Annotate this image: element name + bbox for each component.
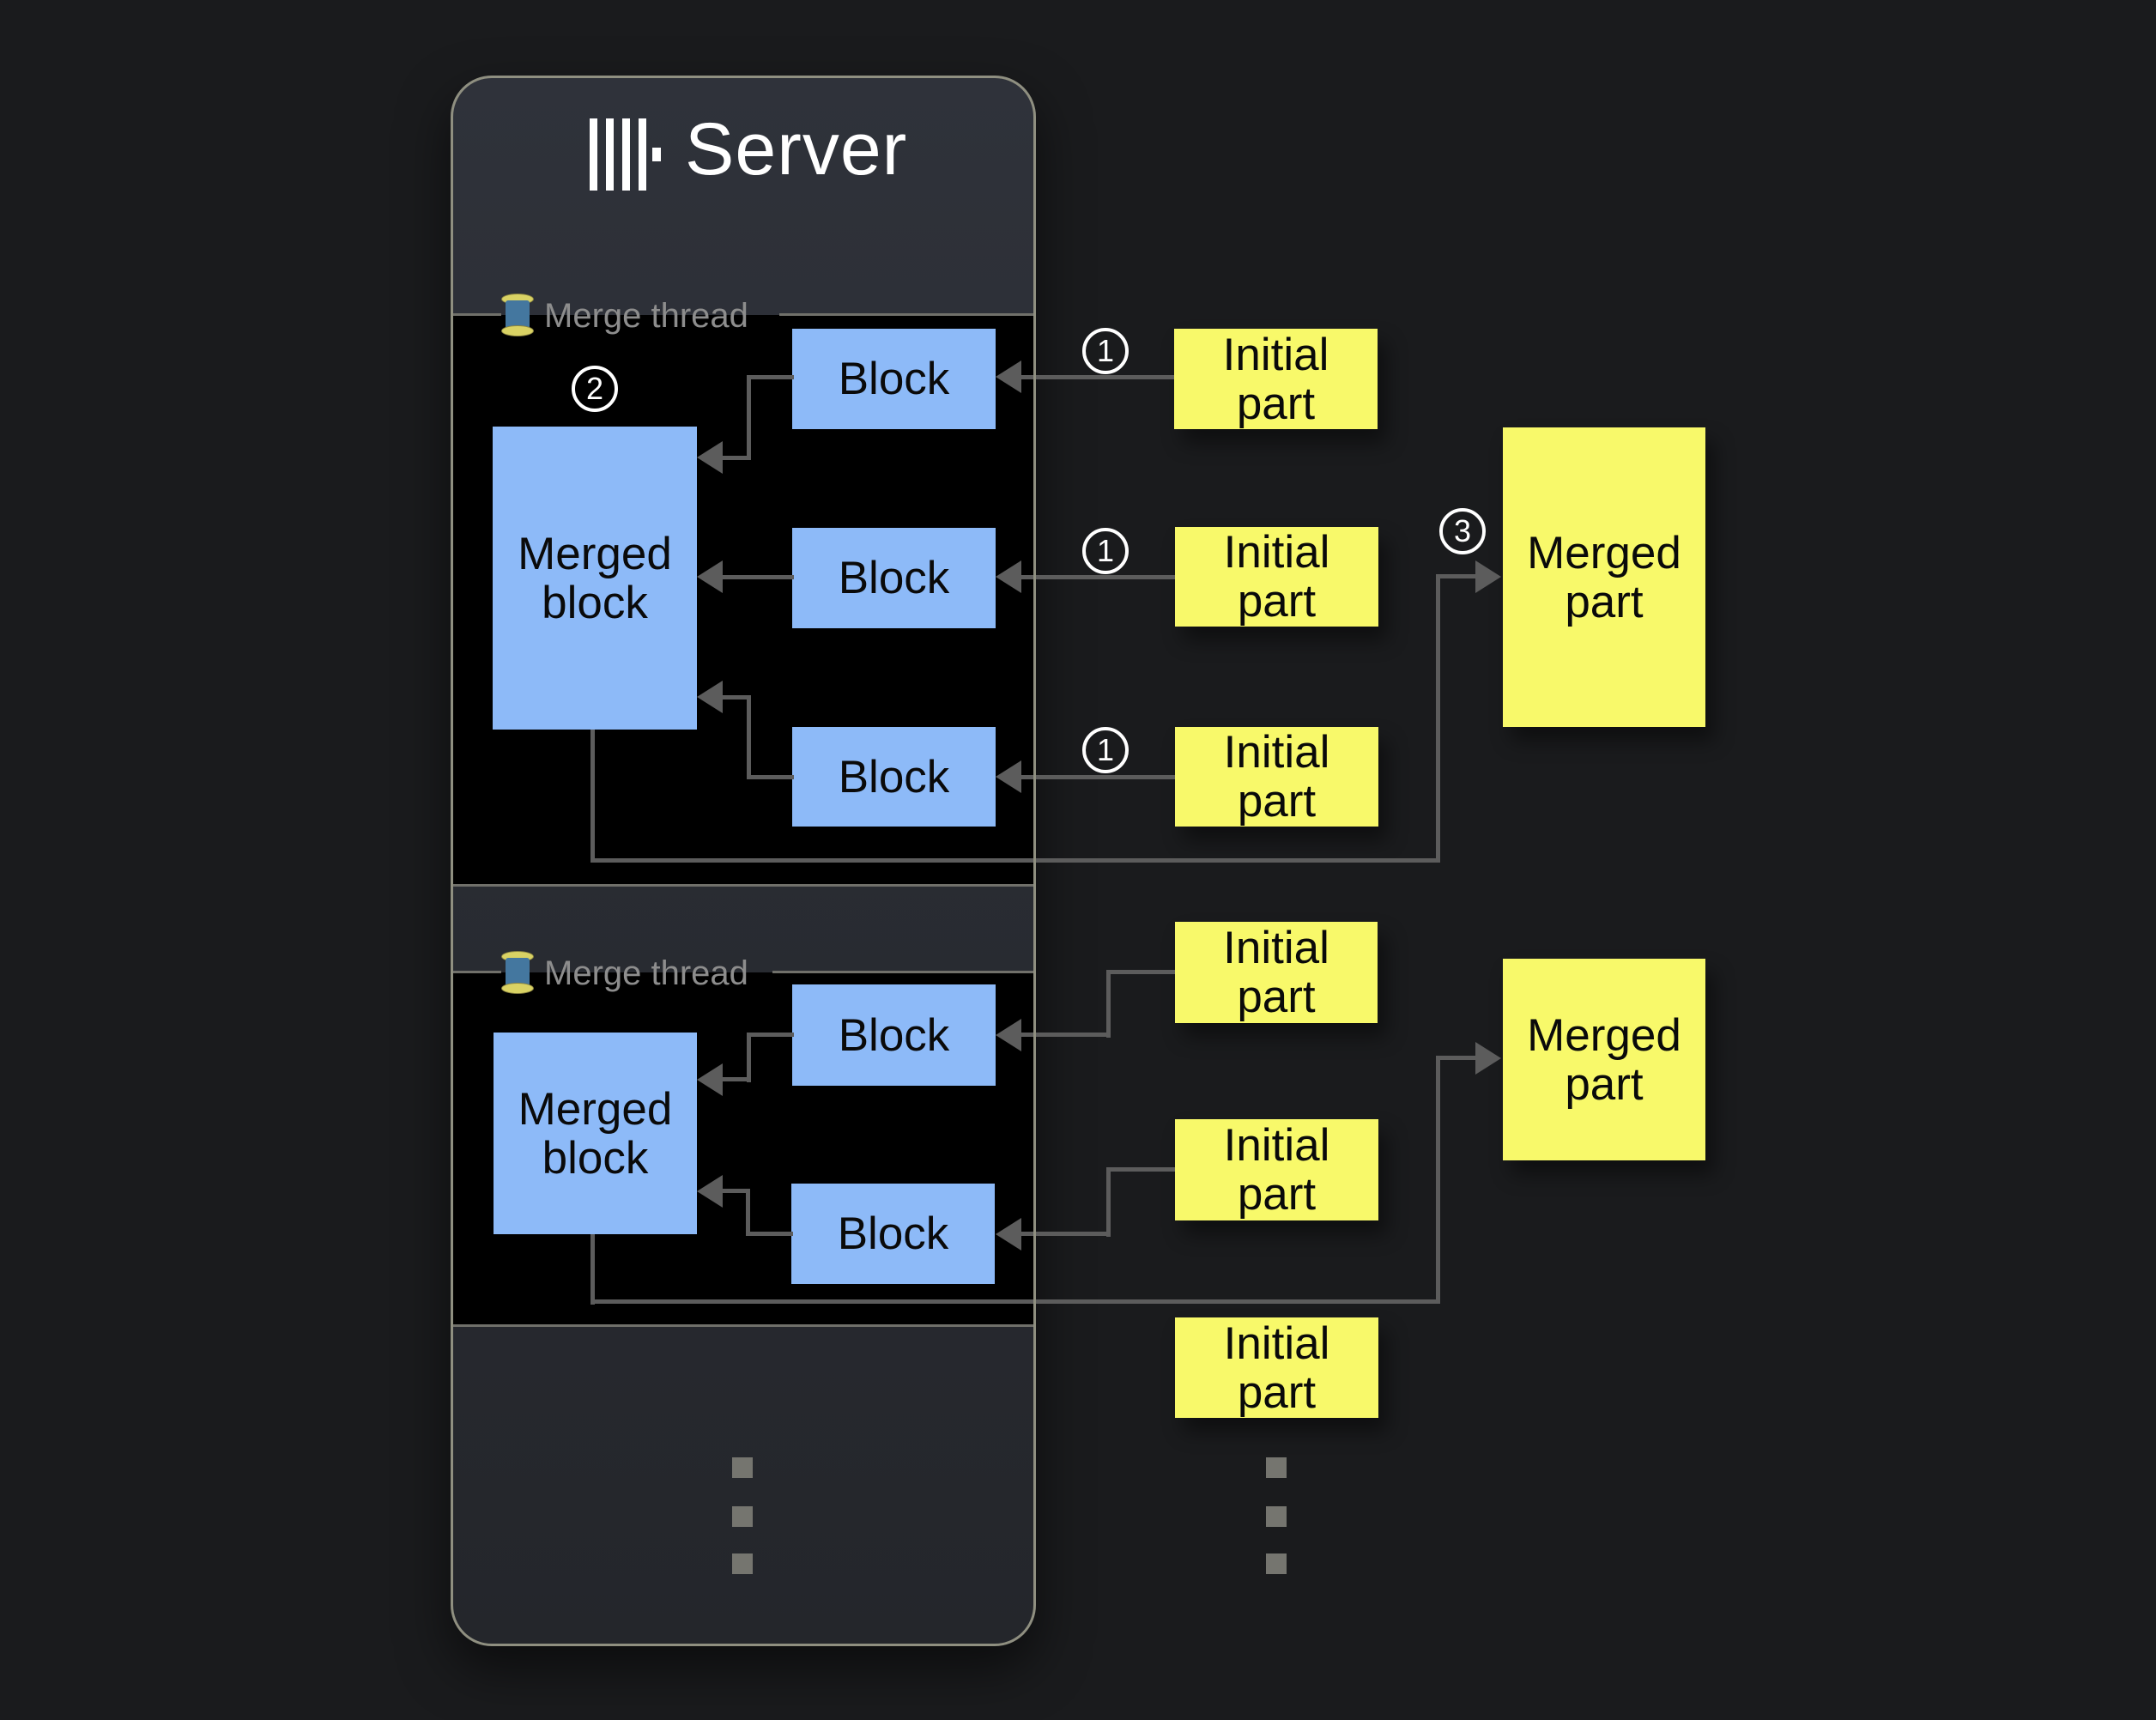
- arrowhead-left-icon: [697, 1063, 723, 1096]
- arrow-block3-to-merged: [719, 695, 751, 700]
- arrow-initial1-to-block1-s2: [1106, 970, 1111, 1038]
- step-1-badge: 1: [1082, 727, 1129, 773]
- ellipsis-dot: [1266, 1553, 1287, 1574]
- route-merged-block1-to-merged-part1: [1436, 574, 1477, 578]
- route-merged-block1-to-merged-part1: [590, 730, 595, 861]
- clickhouse-logo-icon: [590, 118, 667, 191]
- arrow-initial3-to-block3: [1018, 775, 1175, 779]
- arrowhead-right-icon: [1475, 560, 1501, 593]
- arrow-block3-to-merged: [747, 695, 751, 778]
- arrow-block2-to-merged: [719, 575, 794, 579]
- block-1-2: Block: [792, 528, 996, 628]
- merge-thread-legend-1: Merge thread: [544, 297, 748, 335]
- route-merged-block1-to-merged-part1: [590, 858, 1440, 863]
- arrow-initial2-to-block2: [1018, 575, 1175, 579]
- arrow-block1-to-merged-s2: [747, 1033, 751, 1082]
- step-1-badge: 1: [1082, 528, 1129, 574]
- block-2-2: Block: [791, 1184, 995, 1284]
- arrowhead-right-icon: [1475, 1042, 1501, 1075]
- arrow-initial1-to-block1: [1018, 375, 1174, 379]
- arrow-initial2-to-block2-s2: [1106, 1167, 1175, 1172]
- arrow-block1-to-merged: [747, 375, 794, 379]
- arrow-block2-to-merged-s2: [746, 1232, 793, 1236]
- arrow-initial2-to-block2-s2: [1106, 1167, 1111, 1237]
- arrowhead-left-icon: [996, 1218, 1021, 1251]
- merged-block-label: Merged: [518, 528, 672, 579]
- route-merged-block2-to-merged-part2: [590, 1299, 1440, 1304]
- arrow-block1-to-merged-s2: [719, 1077, 751, 1081]
- merged-block-label: Merged: [518, 1083, 673, 1135]
- arrowhead-left-icon: [996, 360, 1021, 393]
- arrow-initial2-to-block2-s2: [1020, 1232, 1109, 1236]
- block-2-1: Block: [792, 984, 996, 1086]
- arrow-block3-to-merged: [747, 775, 794, 779]
- merged-block-label: block: [542, 1132, 649, 1184]
- block-1-3: Block: [792, 727, 996, 827]
- step-1-badge: 1: [1082, 328, 1129, 374]
- ellipsis-dot: [732, 1506, 753, 1527]
- arrow-block1-to-merged-s2: [747, 1033, 794, 1037]
- route-merged-block2-to-merged-part2: [1436, 1056, 1477, 1060]
- section-border-segment: [772, 971, 1034, 973]
- ellipsis-dot: [732, 1553, 753, 1574]
- block-1-1: Block: [792, 329, 996, 429]
- arrowhead-left-icon: [996, 1019, 1021, 1051]
- thread-spool-icon: [501, 951, 534, 994]
- merged-block-label: block: [542, 577, 648, 628]
- arrowhead-left-icon: [697, 681, 723, 713]
- arrowhead-left-icon: [697, 560, 723, 593]
- arrow-block1-to-merged: [719, 456, 751, 460]
- merge-thread-legend-2: Merge thread: [544, 954, 748, 992]
- server-title: Server: [685, 108, 908, 191]
- arrow-block1-to-merged: [747, 375, 751, 460]
- ellipsis-dot: [732, 1457, 753, 1478]
- arrow-initial1-to-block1-s2: [1106, 970, 1175, 974]
- route-merged-block2-to-merged-part2: [1436, 1057, 1440, 1304]
- arrowhead-left-icon: [697, 441, 723, 474]
- arrow-initial1-to-block1-s2: [1020, 1033, 1109, 1037]
- section-border-segment: [452, 971, 501, 973]
- arrowhead-left-icon: [697, 1175, 723, 1208]
- route-merged-block2-to-merged-part2: [590, 1234, 595, 1305]
- section-border-segment: [779, 313, 1034, 316]
- merged-block-2: Merged block: [494, 1033, 697, 1234]
- merged-block-1: Merged block: [493, 427, 697, 730]
- section-border-segment: [452, 313, 501, 316]
- ellipsis-dot: [1266, 1506, 1287, 1527]
- ellipsis-dot: [1266, 1457, 1287, 1478]
- arrow-block2-to-merged-s2: [746, 1190, 750, 1236]
- step-2-badge: 2: [572, 366, 618, 412]
- thread-spool-icon: [501, 294, 534, 336]
- route-merged-block1-to-merged-part1: [1436, 575, 1440, 863]
- arrow-block2-to-merged-s2: [719, 1189, 750, 1193]
- arrowhead-left-icon: [996, 760, 1021, 793]
- arrowhead-left-icon: [996, 560, 1021, 593]
- step-3-badge: 3: [1439, 508, 1486, 554]
